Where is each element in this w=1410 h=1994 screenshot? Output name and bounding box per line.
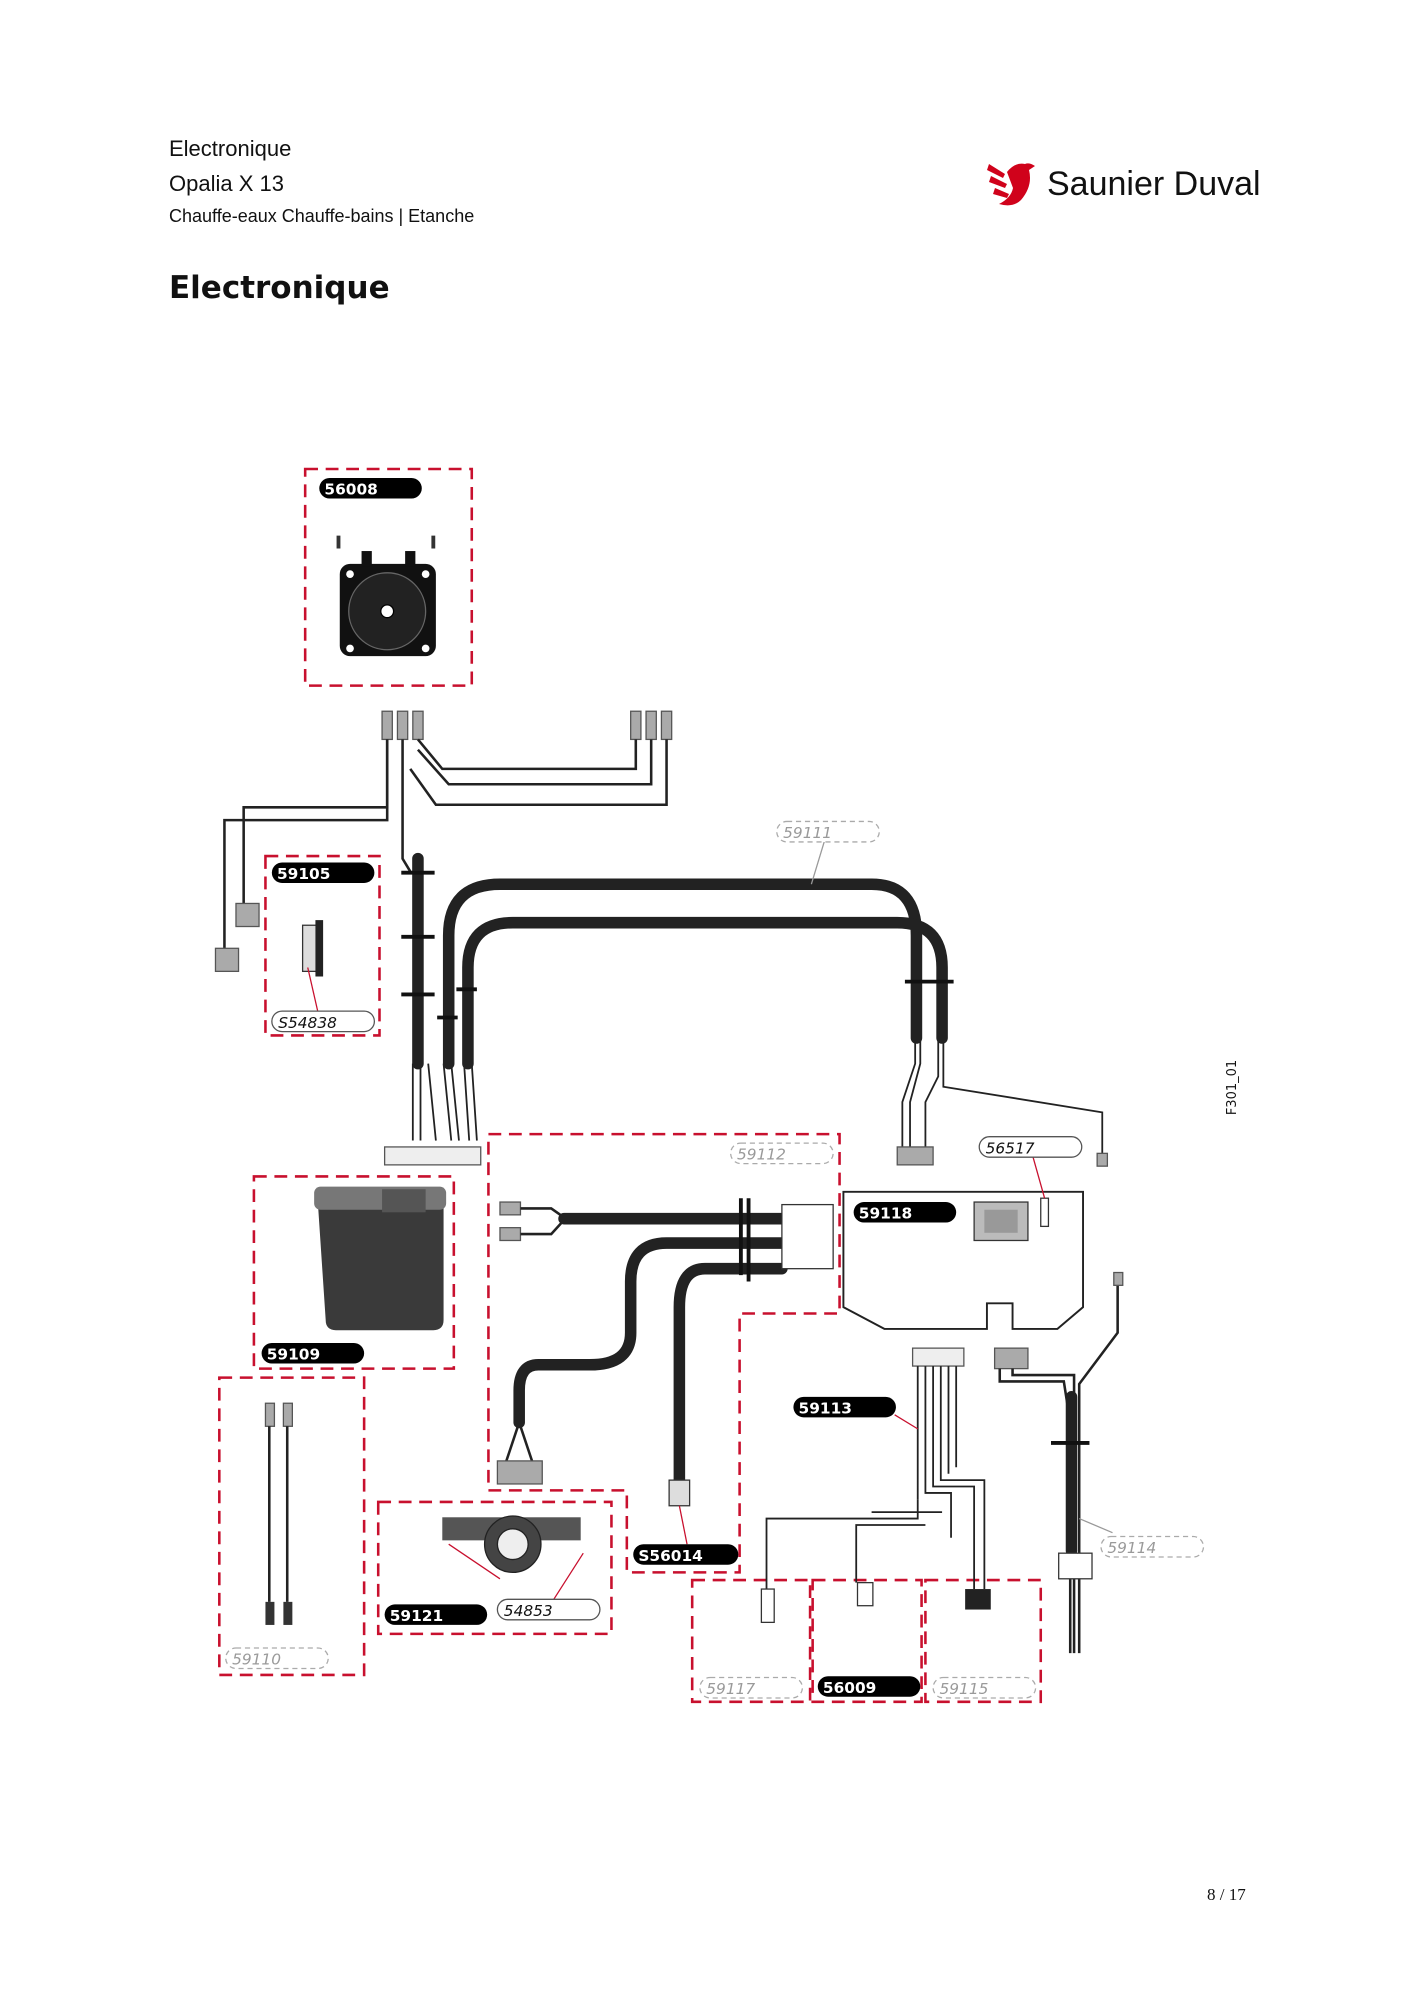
frame-59109 xyxy=(252,1175,456,1370)
svg-text:56009: 56009 xyxy=(823,1679,876,1697)
lower-harness-drawing xyxy=(760,1271,1124,1654)
part-label-59112: 59112 xyxy=(729,1142,834,1165)
page-title: Electronique xyxy=(169,270,390,306)
part-label-56517: 56517 xyxy=(978,1136,1083,1158)
svg-text:59112: 59112 xyxy=(737,1146,786,1164)
part-label-56008: 56008 xyxy=(319,477,422,499)
part-label-59111: 59111 xyxy=(776,820,880,843)
circuit-board-drawing xyxy=(842,1157,1085,1330)
part-label-56009: 56009 xyxy=(817,1676,921,1697)
part-label-54853: 54853 xyxy=(496,1598,601,1621)
svg-text:59114: 59114 xyxy=(1107,1539,1156,1557)
svg-text:56008: 56008 xyxy=(324,481,377,499)
top-harness-drawing xyxy=(214,710,1109,1167)
control-harness-drawing xyxy=(496,1198,834,1545)
frame-59105 xyxy=(264,854,381,1037)
frame-59117 xyxy=(690,1578,812,1704)
part-label-S56014: S56014 xyxy=(633,1544,739,1565)
header-category: Chauffe-eaux Chauffe-bains | Etanche xyxy=(169,206,475,226)
part-label-59113: 59113 xyxy=(793,1396,896,1417)
brand-name: Saunier Duval xyxy=(1047,164,1261,203)
part-label-59114: 59114 xyxy=(1100,1535,1205,1558)
frame-59115 xyxy=(924,1578,1043,1704)
part-label-59105: 59105 xyxy=(271,862,375,883)
bird-logo-icon xyxy=(987,163,1035,206)
brand-logo: Saunier Duval xyxy=(985,160,1261,208)
svg-text:59105: 59105 xyxy=(277,865,330,883)
part-label-59117: 59117 xyxy=(699,1676,804,1699)
part-label-59115: 59115 xyxy=(932,1676,1037,1699)
frame-56008 xyxy=(303,467,474,687)
svg-text:S56014: S56014 xyxy=(638,1547,703,1565)
svg-text:59115: 59115 xyxy=(940,1680,989,1698)
flow-sensor-drawing xyxy=(442,1515,584,1600)
frame-59112 xyxy=(487,1132,841,1574)
page-number: 8 / 17 xyxy=(1207,1885,1246,1904)
part-label-S54838: S54838 xyxy=(271,1010,376,1033)
svg-text:56517: 56517 xyxy=(986,1139,1035,1157)
header-model: Opalia X 13 xyxy=(169,171,284,196)
figure-id: F301_01 xyxy=(1225,1059,1241,1116)
header-section: Electronique xyxy=(169,136,292,161)
svg-text:S54838: S54838 xyxy=(278,1014,337,1032)
frame-56009 xyxy=(811,1578,923,1704)
part-label-59110: 59110 xyxy=(225,1647,329,1670)
svg-text:59118: 59118 xyxy=(859,1205,912,1223)
frame-59110 xyxy=(218,1376,366,1677)
pressure-switch-drawing xyxy=(336,535,436,657)
part-label-59109: 59109 xyxy=(261,1343,365,1364)
svg-text:59117: 59117 xyxy=(706,1680,755,1698)
part-label-59118: 59118 xyxy=(853,1202,957,1223)
sensor-drawing xyxy=(301,920,324,1013)
frame-59121 xyxy=(376,1500,613,1636)
svg-text:59109: 59109 xyxy=(267,1346,320,1364)
svg-text:59121: 59121 xyxy=(390,1607,443,1625)
svg-text:59111: 59111 xyxy=(783,824,832,842)
part-label-59121: 59121 xyxy=(384,1604,488,1625)
ignition-unit-drawing xyxy=(314,1186,447,1331)
svg-text:59110: 59110 xyxy=(232,1651,281,1669)
svg-text:59113: 59113 xyxy=(799,1399,852,1417)
wire-pair-drawing xyxy=(264,1402,294,1625)
svg-text:54853: 54853 xyxy=(504,1602,553,1620)
